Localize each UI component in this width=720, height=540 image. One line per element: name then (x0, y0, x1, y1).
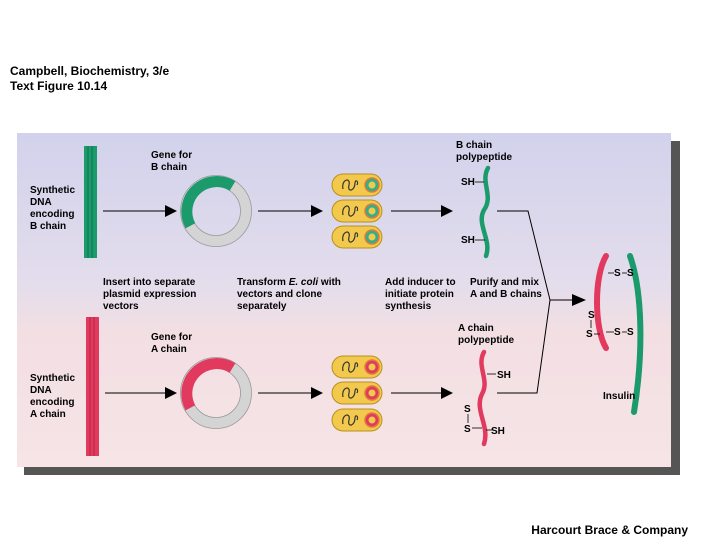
insulin-a-chain (594, 253, 609, 351)
merge-line-b (497, 210, 551, 301)
b-gene-label-2: B chain (151, 162, 187, 173)
merge-line-a (497, 299, 551, 394)
b-dna-label-2: DNA (30, 197, 52, 208)
a-s-label-2: S (464, 424, 471, 435)
a-ecoli-cell-1 (331, 355, 383, 379)
insulin-s-label-1: S (614, 268, 621, 279)
a-chain-polypeptide (477, 349, 488, 447)
b-sh-label-1: SH (461, 177, 475, 188)
b-gene-label-1: Gene for (151, 150, 192, 161)
a-gene-label-1: Gene for (151, 332, 192, 343)
b-polypeptide-label-1: B chain (456, 140, 492, 151)
step-induce-3: synthesis (385, 301, 432, 312)
a-dna-label-4: A chain (30, 409, 66, 420)
b-dna-label-3: encoding (30, 209, 74, 220)
b-chain-polypeptide (479, 165, 491, 259)
arrowhead-b-insert (165, 205, 177, 217)
a-ecoli-cell-3 (331, 408, 383, 432)
step-insert-3: vectors (103, 301, 139, 312)
arrowhead-a-transform (311, 387, 323, 399)
step-transform-1: Transform E. coli with (237, 277, 341, 288)
insulin-label: Insulin (603, 391, 635, 402)
insulin-s-label-2: S (627, 268, 634, 279)
b-sh-label-2: SH (461, 235, 475, 246)
figure-number: Text Figure 10.14 (10, 79, 108, 93)
a-gene-label-2: A chain (151, 344, 187, 355)
arrowhead-b-transform (311, 205, 323, 217)
step-insert-1: Insert into separate (103, 277, 196, 288)
b-ecoli-cell-3 (331, 225, 383, 249)
a-ecoli-cell-2 (331, 381, 383, 405)
b-plasmid (180, 175, 252, 247)
a-polypeptide-label-1: A chain (458, 323, 494, 334)
a-plasmid (180, 357, 252, 429)
a-sh-label-2: SH (491, 426, 505, 437)
step-purify-1: Purify and mix (470, 277, 539, 288)
a-dna-label-1: Synthetic (30, 373, 75, 384)
b-ecoli-cell-1 (331, 173, 383, 197)
merge-arrowhead (572, 294, 586, 306)
insulin-s-label-6: S (627, 327, 634, 338)
insulin-s-label-5: S (614, 327, 621, 338)
step-transform-2: vectors and clone (237, 289, 322, 300)
a-polypeptide-label-2: polypeptide (458, 335, 515, 346)
a-s-label-1: S (464, 404, 471, 415)
a-chain-dna (86, 317, 99, 456)
arrowhead-a-induce (441, 387, 453, 399)
step-insert-2: plasmid expression (103, 289, 196, 300)
a-dna-label-2: DNA (30, 385, 52, 396)
insulin-s-label-3: S (588, 310, 595, 321)
step-purify-2: A and B chains (470, 289, 542, 300)
step-induce-1: Add inducer to (385, 277, 456, 288)
b-dna-label-1: Synthetic (30, 185, 75, 196)
step-induce-2: initiate protein (385, 289, 454, 300)
b-ecoli-cell-2 (331, 199, 383, 223)
b-chain-dna (84, 146, 97, 258)
a-dna-label-3: encoding (30, 397, 74, 408)
arrowhead-a-insert (165, 387, 177, 399)
b-dna-label-4: B chain (30, 221, 66, 232)
a-sh-label-1: SH (497, 370, 511, 381)
step-transform-3: separately (237, 301, 287, 312)
insulin-b-chain (627, 253, 644, 415)
publisher-credit: Harcourt Brace & Company (531, 523, 688, 537)
insulin-s-label-4: S (586, 329, 593, 340)
figure-source: Campbell, Biochemistry, 3/e (10, 64, 170, 78)
arrowhead-b-induce (441, 205, 453, 217)
b-polypeptide-label-2: polypeptide (456, 152, 513, 163)
